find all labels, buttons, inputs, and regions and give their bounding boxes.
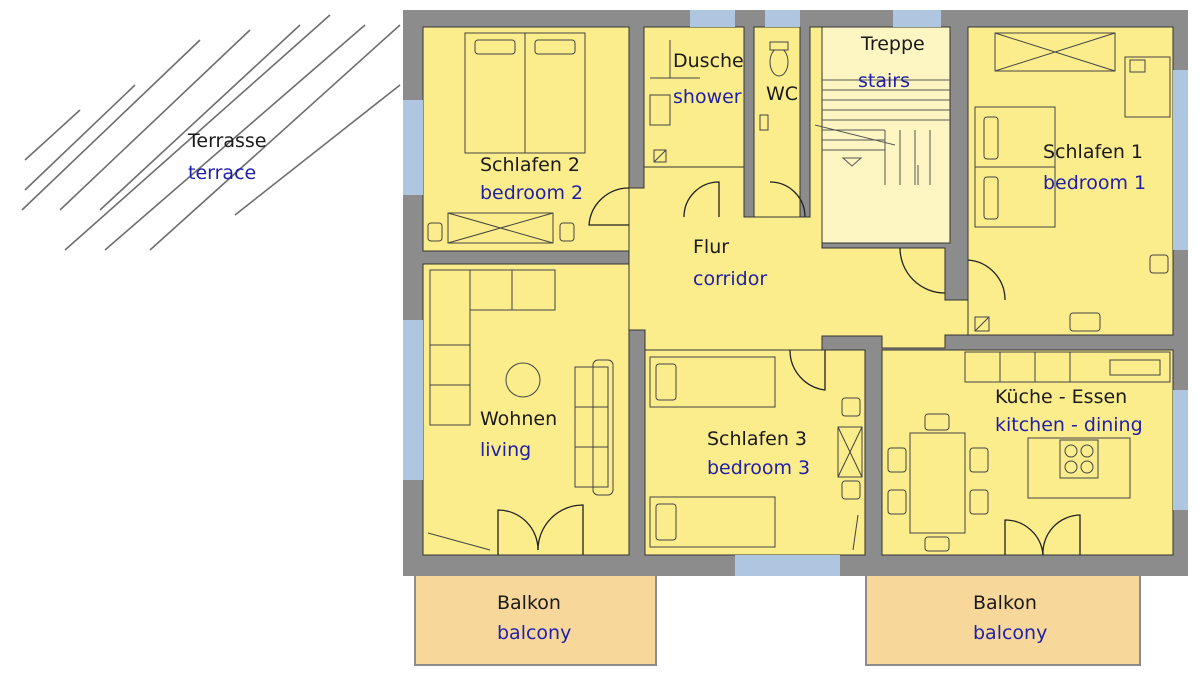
living-label-en: living xyxy=(480,439,532,461)
bedroom-3-label-en: bedroom 3 xyxy=(707,457,811,479)
wc-label: WC xyxy=(766,83,799,105)
balcony-left xyxy=(414,574,657,666)
balcony-right-label: Balkon xyxy=(973,592,1037,614)
terrace-label-en: terrace xyxy=(188,162,257,184)
balcony-left-label-en: balcony xyxy=(497,622,572,644)
furniture-bedroom-2 xyxy=(427,32,586,244)
balcony-left-label: Balkon xyxy=(497,592,561,614)
bedroom-2-label: Schlafen 2 xyxy=(480,154,581,176)
furniture-kitchen xyxy=(887,351,1171,552)
bedroom-1-label: Schlafen 1 xyxy=(1043,141,1144,163)
doors xyxy=(497,181,1081,556)
corridor-label: Flur xyxy=(693,236,730,258)
kitchen-label: Küche - Essen xyxy=(995,386,1128,408)
kitchen-label-en: kitchen - dining xyxy=(995,414,1143,436)
furniture-bathroom xyxy=(649,40,789,163)
terrace-label: Terrasse xyxy=(188,130,267,152)
terrace-hatching xyxy=(21,14,401,251)
bedroom-2-label-en: bedroom 2 xyxy=(480,182,584,204)
windows xyxy=(403,10,1188,576)
balcony-right xyxy=(865,574,1141,666)
furniture-living xyxy=(427,269,614,551)
bedroom-3-label: Schlafen 3 xyxy=(707,428,808,450)
stair-steps xyxy=(814,79,950,185)
stairs-label-en: stairs xyxy=(858,70,910,92)
living-label: Wohnen xyxy=(480,408,558,430)
shower-label: Dusche xyxy=(673,50,744,72)
stairs-area xyxy=(821,26,951,244)
furniture-bedroom-3 xyxy=(649,356,863,551)
bedroom-1-label-en: bedroom 1 xyxy=(1043,172,1147,194)
balcony-right-label-en: balcony xyxy=(973,622,1048,644)
corridor-label-en: corridor xyxy=(693,268,768,290)
stairs-label: Treppe xyxy=(861,33,925,55)
furniture-bedroom-1 xyxy=(974,32,1171,332)
shower-label-en: shower xyxy=(673,86,742,108)
